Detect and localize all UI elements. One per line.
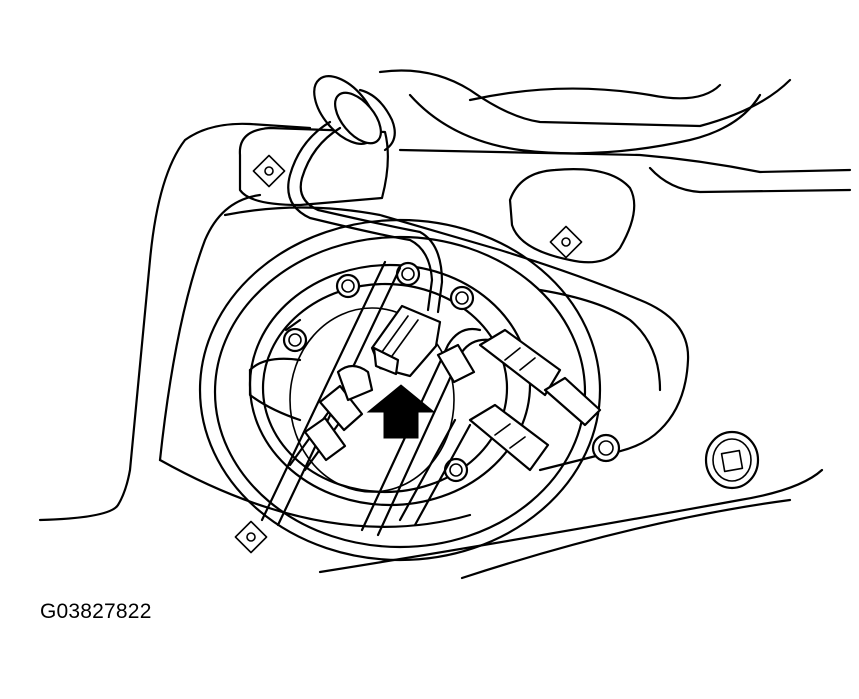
fuel-line-fitting-icon bbox=[303, 328, 602, 472]
fuel-pump-module-icon bbox=[198, 218, 621, 562]
figure-id-label: G03827822 bbox=[40, 600, 152, 623]
electrical-connector-icon bbox=[370, 304, 442, 378]
clip-icon bbox=[549, 225, 583, 259]
floor-pan-outline bbox=[38, 122, 824, 580]
flange-bolt-icon bbox=[449, 285, 475, 311]
flange-bolt-icon bbox=[591, 433, 621, 463]
flange-bolt-icon bbox=[282, 327, 308, 353]
callout-arrow-icon bbox=[366, 384, 436, 439]
wiring-harness-icon bbox=[287, 120, 444, 314]
clip-icon bbox=[252, 154, 286, 188]
flange-bolt-icon bbox=[395, 261, 421, 287]
clip-icon bbox=[234, 520, 268, 554]
rubber-grommet-icon bbox=[313, 75, 396, 152]
grommet-plug-icon bbox=[704, 430, 760, 490]
retaining-clips bbox=[234, 154, 760, 554]
body-structure bbox=[223, 69, 852, 472]
flange-bolt-icon bbox=[335, 273, 361, 299]
